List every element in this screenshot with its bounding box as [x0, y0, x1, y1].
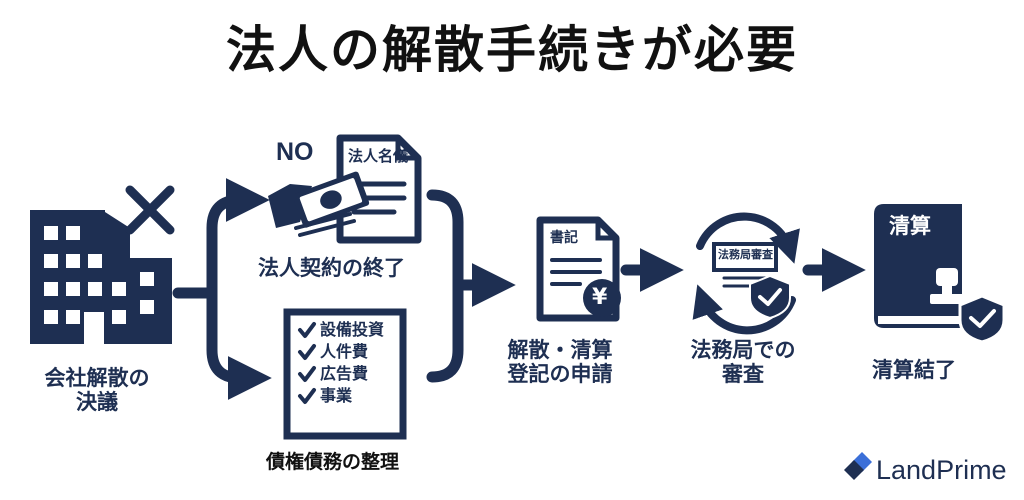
building-icon: [30, 210, 172, 344]
hand-money-icon: [268, 171, 370, 237]
no-text: NO: [276, 138, 314, 166]
check-icon: [298, 322, 316, 338]
review-cycle-icon: [692, 212, 800, 335]
completion-label: 清算結了: [872, 358, 956, 382]
checklist-clipboard-icon: [283, 308, 407, 440]
yen-symbol: ¥: [592, 285, 608, 310]
checklist-item-4: 事業: [320, 386, 353, 405]
review-label-line2: 審査: [722, 362, 764, 387]
brand-name: LandPrime: [876, 455, 1007, 485]
review-label: 法務局での 審査: [668, 338, 818, 386]
check-icon: [298, 388, 316, 404]
registration-document-icon: [536, 216, 621, 322]
start-label: 会社解散の 決議: [22, 366, 172, 414]
shield-check-icon: [749, 274, 791, 320]
start-label-line2: 決議: [76, 390, 118, 415]
registration-label: 解散・清算 登記の申請: [490, 338, 630, 386]
registration-doc-title: 書記: [550, 230, 578, 246]
review-label-line1: 法務局での: [690, 338, 796, 362]
contract-doc-title: 法人名儀: [348, 147, 409, 165]
contract-label: 法人契約の終了: [258, 256, 405, 280]
branch-arrows: [172, 178, 272, 400]
completion-book-title: 清算: [889, 214, 931, 238]
registration-label-line2: 登記の申請: [507, 362, 613, 387]
check-icon: [298, 366, 316, 382]
shield-check-icon: [958, 294, 1006, 344]
completion-book-icon: [874, 204, 1006, 344]
merge-arrows: [426, 189, 516, 383]
debt-label: 債権債務の整理: [266, 451, 400, 473]
yen-coin-icon: [583, 279, 621, 317]
brand: LandPrime: [838, 455, 1007, 486]
checklist-item-3: 広告費: [320, 364, 369, 383]
stamp-icon: [930, 268, 966, 304]
cross-icon: [125, 185, 175, 235]
landprime-logo-icon: [844, 452, 872, 480]
page-title: 法人の解散手続きが必要: [226, 21, 798, 79]
registration-label-line1: 解散・清算: [507, 338, 613, 362]
checklist-item-1: 設備投資: [320, 320, 385, 339]
checklist-item-2: 人件費: [320, 342, 369, 361]
review-card-text: 法務局審査: [718, 248, 773, 261]
check-icon: [298, 344, 316, 360]
contract-document-icon: [336, 134, 422, 244]
start-label-line1: 会社解散の: [44, 366, 150, 390]
